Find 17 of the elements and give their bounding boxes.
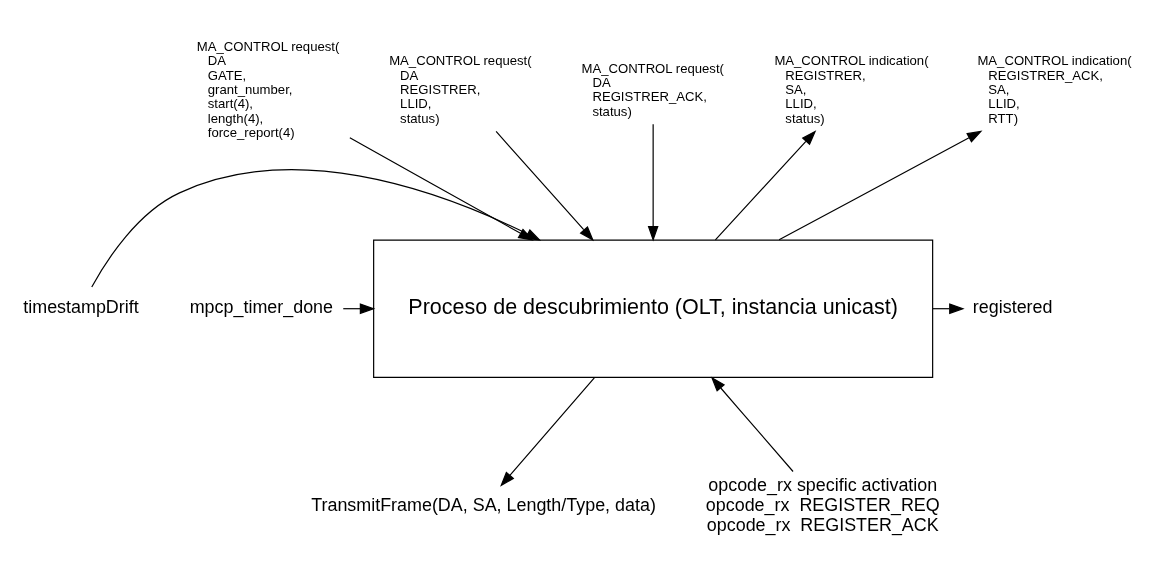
arrow <box>778 130 983 240</box>
node-text: MA_CONTROL indication( REGISTRER_ACK, SA, LLID, RTT) <box>977 52 1132 126</box>
node-text: MA_CONTROL indication( REGISTRER, SA, LLID, status) <box>774 52 929 126</box>
node-text: MA_CONTROL request( DA REGISTRER, LLID, status) <box>389 52 532 126</box>
node-text: MA_CONTROL request( DA GATE, grant_number, start(4), length(4), force_report(4) <box>196 38 340 140</box>
node-text: opcode_rx specific activation opcode_rx REGISTER_REQ opcode_rx REGISTER_ACK <box>705 474 940 535</box>
node-box: Proceso de descubrimiento (OLT, instancia unicast) <box>373 238 934 378</box>
arrow <box>710 376 794 472</box>
node-text: timestampDrift <box>23 296 139 317</box>
arrow <box>714 129 817 240</box>
node-text: MA_CONTROL request( DA REGISTRER_ACK, status) <box>581 60 724 119</box>
arrow <box>500 376 595 487</box>
arrow <box>647 123 659 242</box>
node-text: mpcp_timer_done <box>189 296 334 317</box>
arrow <box>91 168 542 288</box>
node-text: TransmitFrame(DA, SA, Length/Type, data) <box>311 494 656 515</box>
node-text: registered <box>972 296 1053 317</box>
